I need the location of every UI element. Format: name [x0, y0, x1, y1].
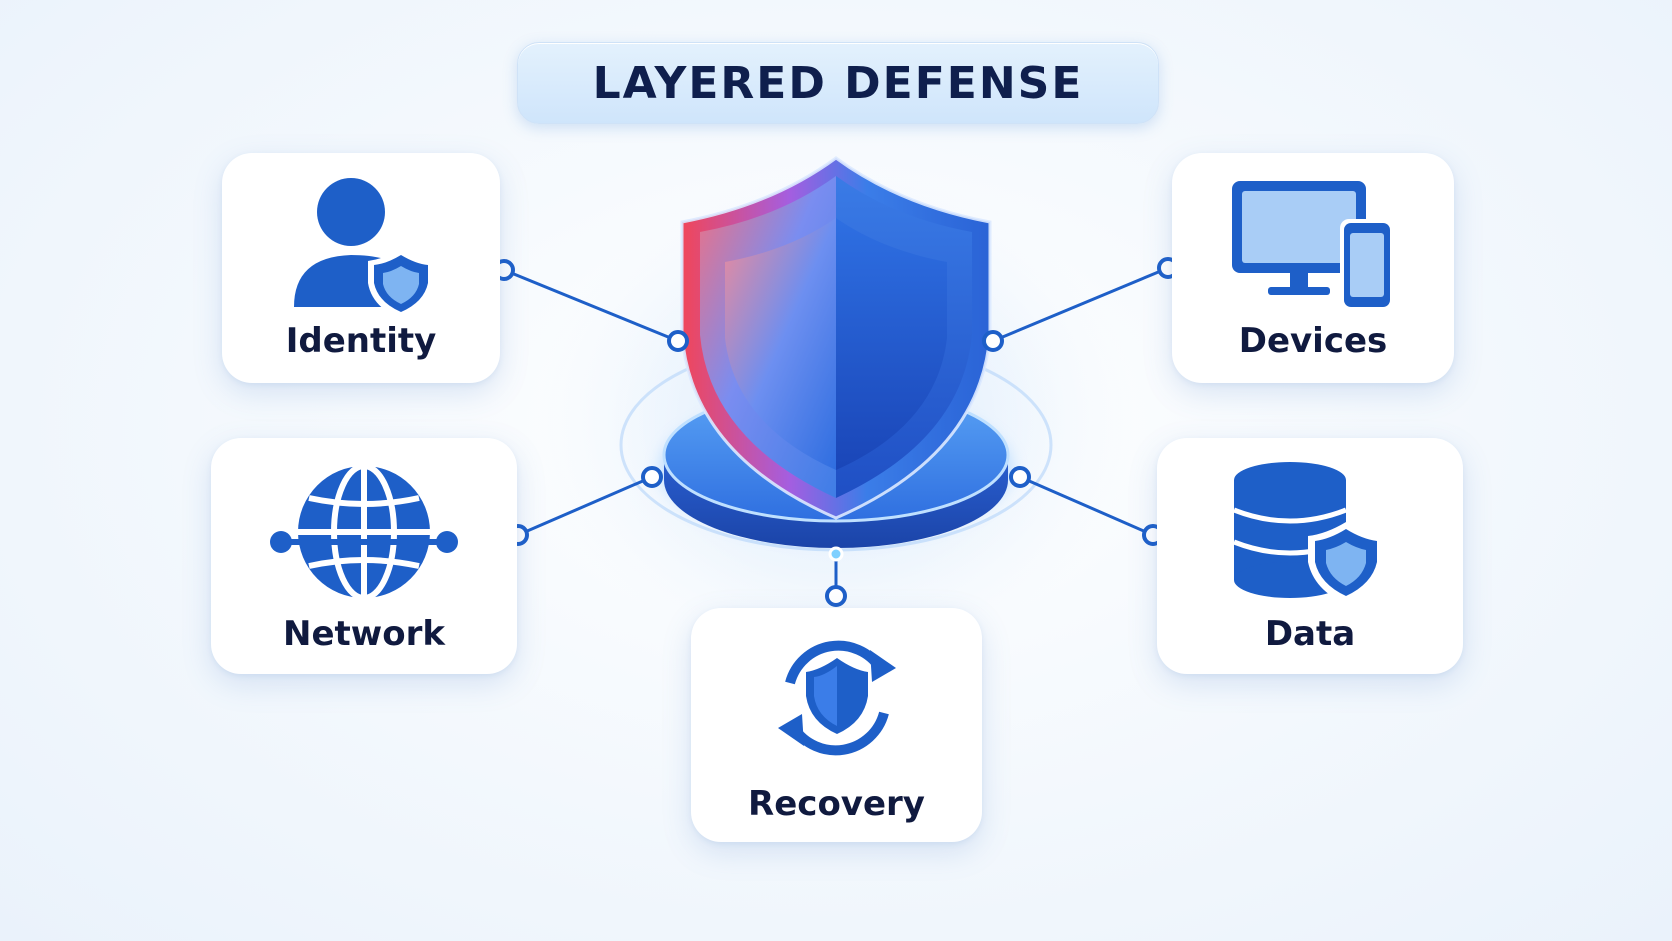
shield-icon	[680, 156, 992, 520]
user-shield-icon	[294, 178, 434, 317]
node-dot-identity-inner	[667, 330, 689, 352]
node-dot-recovery-outer	[825, 585, 847, 607]
node-card-recovery: Recovery	[691, 608, 982, 842]
connector-data	[1019, 475, 1154, 537]
node-label-recovery: Recovery	[748, 784, 925, 824]
diagram-title: LAYERED DEFENSE	[592, 57, 1084, 109]
node-label-network: Network	[283, 614, 445, 654]
title-banner: LAYERED DEFENSE	[517, 42, 1159, 124]
node-card-network: Network	[211, 438, 517, 674]
node-card-devices: Devices	[1172, 153, 1454, 383]
node-dot-data-inner	[1009, 466, 1031, 488]
node-dot-devices-inner	[982, 330, 1004, 352]
globe-network-icon	[270, 463, 458, 601]
connector-network	[517, 475, 653, 537]
connector-identity	[503, 268, 679, 343]
node-label-data: Data	[1264, 614, 1356, 654]
node-dot-recovery-inner	[828, 546, 844, 562]
database-shield-icon	[1233, 462, 1384, 604]
node-label-identity: Identity	[285, 321, 437, 361]
monitor-phone-icon	[1232, 181, 1394, 311]
node-card-data: Data	[1157, 438, 1463, 674]
connector-devices	[992, 266, 1169, 343]
connector-lines	[503, 266, 1169, 596]
node-dot-network-inner	[641, 466, 663, 488]
node-label-devices: Devices	[1238, 321, 1388, 361]
node-card-identity: Identity	[222, 153, 500, 383]
shield-refresh-icon	[777, 640, 896, 756]
